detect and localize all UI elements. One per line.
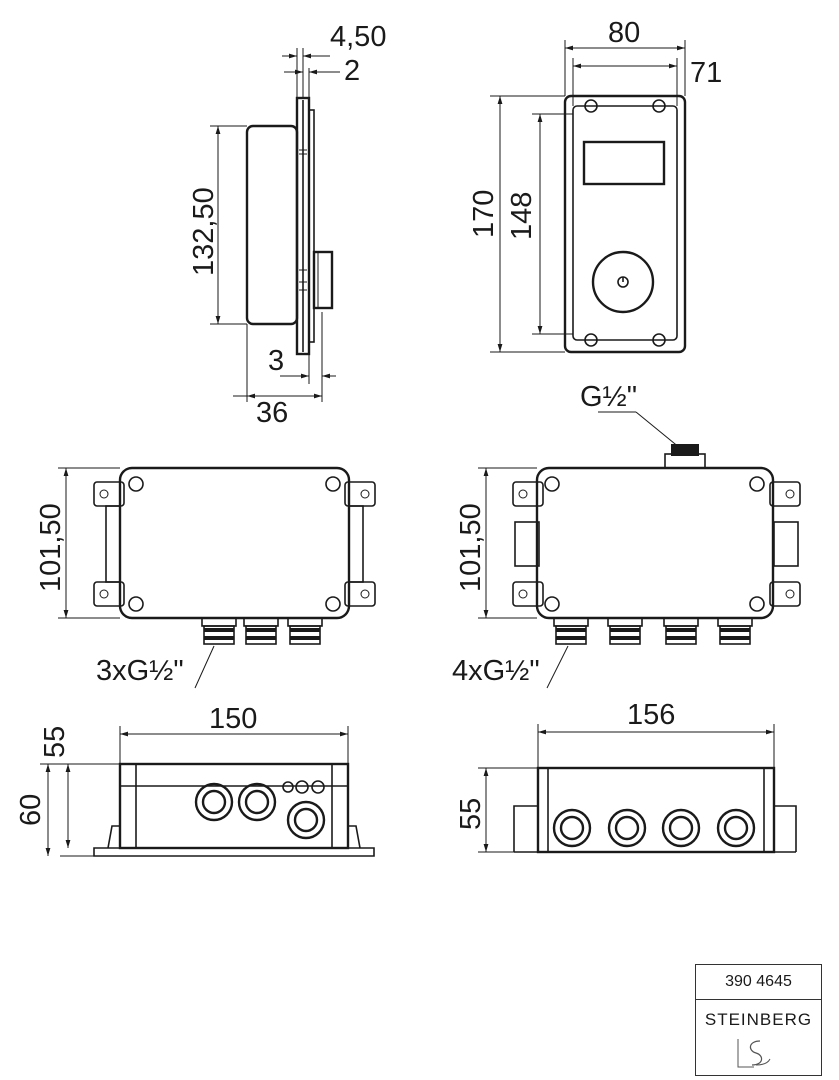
dim-55-4way: 55 [455,798,487,830]
label-3xg12: 3xG½" [96,655,184,687]
dim-4-50: 4,50 [330,21,386,53]
dim-60-3way: 60 [15,794,47,826]
steinberg-s-logo-icon [737,1039,771,1068]
dim-148: 148 [506,192,538,240]
dim-101-50-3way: 101,50 [35,503,67,592]
dim-3: 3 [268,345,284,377]
front-view: 80 71 170 148 [468,17,722,354]
dim-132-50: 132,50 [188,187,220,276]
dim-101-50-4way: 101,50 [455,503,487,592]
article-number: 390 4645 [696,965,821,1000]
box-3way-front-view: 150 55 60 [15,703,375,857]
title-block: 390 4645 STEINBERG [695,964,822,1076]
dim-150: 150 [209,703,257,735]
dim-80: 80 [608,17,640,49]
brand-name: STEINBERG [704,1010,813,1029]
label-inlet-g12: G½" [580,381,637,413]
dim-36: 36 [256,397,288,429]
dim-156: 156 [627,699,675,731]
side-view: 4,50 2 132,50 3 36 [188,21,386,429]
label-4xg12: 4xG½" [452,655,540,687]
dim-170: 170 [468,190,500,238]
dim-71: 71 [690,57,722,89]
box-3way-top-view: 101,50 3xG½" [35,466,376,689]
box-4way-front-view: 156 55 [455,699,797,854]
box-4way-top-view: G½" 101,50 4xG½" [452,381,801,689]
dim-55-3way: 55 [39,726,71,758]
dim-2: 2 [344,55,360,87]
